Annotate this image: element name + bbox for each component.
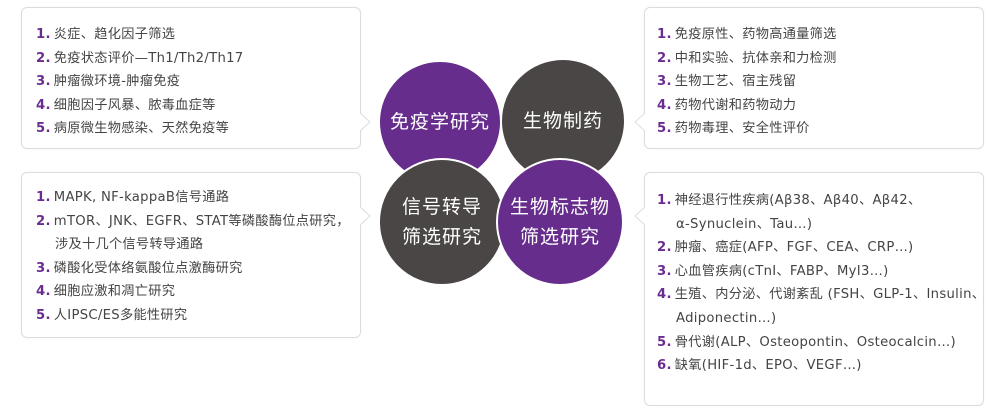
list-item: 1.免疫原性、药物高通量筛选: [657, 27, 837, 42]
list-item: 4.生殖、内分泌、代谢紊乱 (FSH、GLP-1、Insulin、Adipone…: [657, 287, 986, 326]
signaling-circle: 信号转导 筛选研究: [378, 158, 506, 286]
biopharma-info-box: 1.免疫原性、药物高通量筛选 2.中和实验、抗体亲和力检测 3.生物工艺、宿主残…: [634, 7, 984, 149]
list-item: 5.病原微生物感染、天然免疫等: [36, 121, 230, 137]
list-item: 4.细胞因子风暴、脓毒血症等: [36, 97, 216, 113]
list-item: 2.免疫状态评价—Th1/Th2/Th17: [36, 50, 244, 66]
list-item: 5.药物毒理、安全性评价: [657, 121, 810, 137]
biomarker-circle: 生物标志物 筛选研究: [496, 158, 624, 286]
list-item: 3.生物工艺、宿主残留: [657, 74, 797, 90]
pointer-arrow-icon: [360, 113, 371, 131]
biopharma-list: 1.免疫原性、药物高通量筛选 2.中和实验、抗体亲和力检测 3.生物工艺、宿主残…: [657, 23, 983, 141]
pointer-arrow-icon: [360, 207, 371, 225]
list-item: 4.细胞应激和凋亡研究: [36, 284, 176, 300]
list-item: 1.MAPK, NF-kappaB信号通路: [36, 190, 230, 205]
immunology-list: 1.炎症、趋化因子筛选 2.免疫状态评价—Th1/Th2/Th17 3.肿瘤微环…: [36, 23, 360, 141]
pointer-arrow-icon: [634, 113, 645, 131]
biomarker-info-box: 1.神经退行性疾病(Aβ38、Aβ40、Aβ42、α-Synuclein、Tau…: [634, 172, 986, 406]
list-item: 5.骨代谢(ALP、Osteopontin、Osteocalcin…): [657, 334, 956, 350]
signaling-list: 1.MAPK, NF-kappaB信号通路 2.mTOR、JNK、EGFR、ST…: [36, 186, 360, 328]
list-item: 3.肿瘤微环境-肿瘤免疫: [36, 74, 181, 90]
biomarker-list: 1.神经退行性疾病(Aβ38、Aβ40、Aβ42、α-Synuclein、Tau…: [657, 189, 986, 378]
immunology-info-box: 1.炎症、趋化因子筛选 2.免疫状态评价—Th1/Th2/Th17 3.肿瘤微环…: [21, 7, 371, 149]
list-item: 2.中和实验、抗体亲和力检测: [657, 50, 837, 66]
list-item: 6.缺氧(HIF-1d、EPO、VEGF…): [657, 358, 862, 374]
list-item: 3.磷酸化受体络氨酸位点激酶研究: [36, 260, 243, 276]
list-item: 1.炎症、趋化因子筛选: [36, 27, 176, 42]
list-item: 3.心血管疾病(cTnI、FABP、MyI3…): [657, 263, 889, 279]
signaling-info-box: 1.MAPK, NF-kappaB信号通路 2.mTOR、JNK、EGFR、ST…: [21, 172, 371, 338]
pointer-arrow-icon: [634, 207, 645, 225]
list-item: 2.肿瘤、癌症(AFP、FGF、CEA、CRP…): [657, 240, 914, 256]
list-item: 5.人IPSC/ES多能性研究: [36, 307, 188, 323]
list-item: 4.药物代谢和药物动力: [657, 97, 797, 113]
list-item: 1.神经退行性疾病(Aβ38、Aβ40、Aβ42、α-Synuclein、Tau…: [657, 193, 922, 232]
list-item: 2.mTOR、JNK、EGFR、STAT等磷酸酶位点研究，涉及十几个信号转导通路: [36, 213, 350, 253]
